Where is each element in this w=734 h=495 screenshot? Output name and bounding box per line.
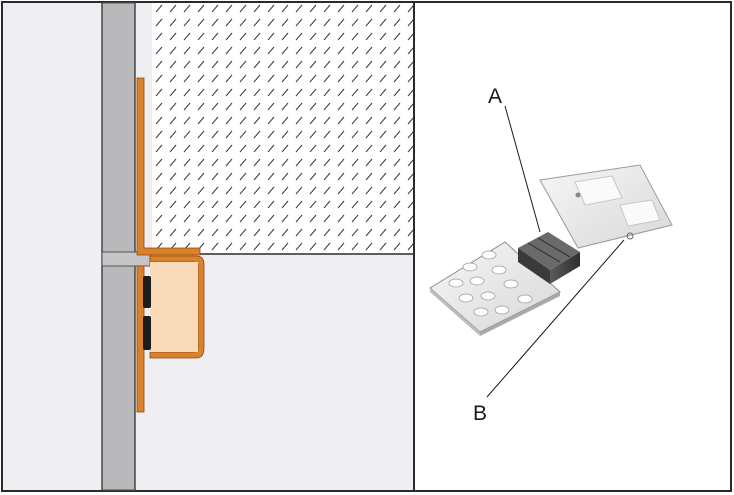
callout-b-leader — [486, 239, 625, 398]
wall-background-left — [3, 3, 102, 490]
section-view-panel — [3, 2, 415, 491]
clip-detail-panel: A B — [429, 85, 673, 425]
callout-a-label: A — [488, 85, 502, 108]
clip-block — [518, 232, 580, 284]
gasket-lower — [143, 316, 151, 350]
callout-b-label: B — [473, 402, 487, 425]
plate-holes — [448, 250, 533, 317]
wall-board — [101, 2, 136, 491]
profile-vertical-flange — [136, 77, 201, 256]
callout-a-leader — [504, 105, 541, 233]
connector-body — [150, 262, 198, 352]
gasket-upper — [143, 276, 151, 308]
tile-hatch — [152, 3, 414, 254]
clip-back-plate — [539, 164, 673, 249]
profile-lower-leg — [136, 265, 145, 413]
